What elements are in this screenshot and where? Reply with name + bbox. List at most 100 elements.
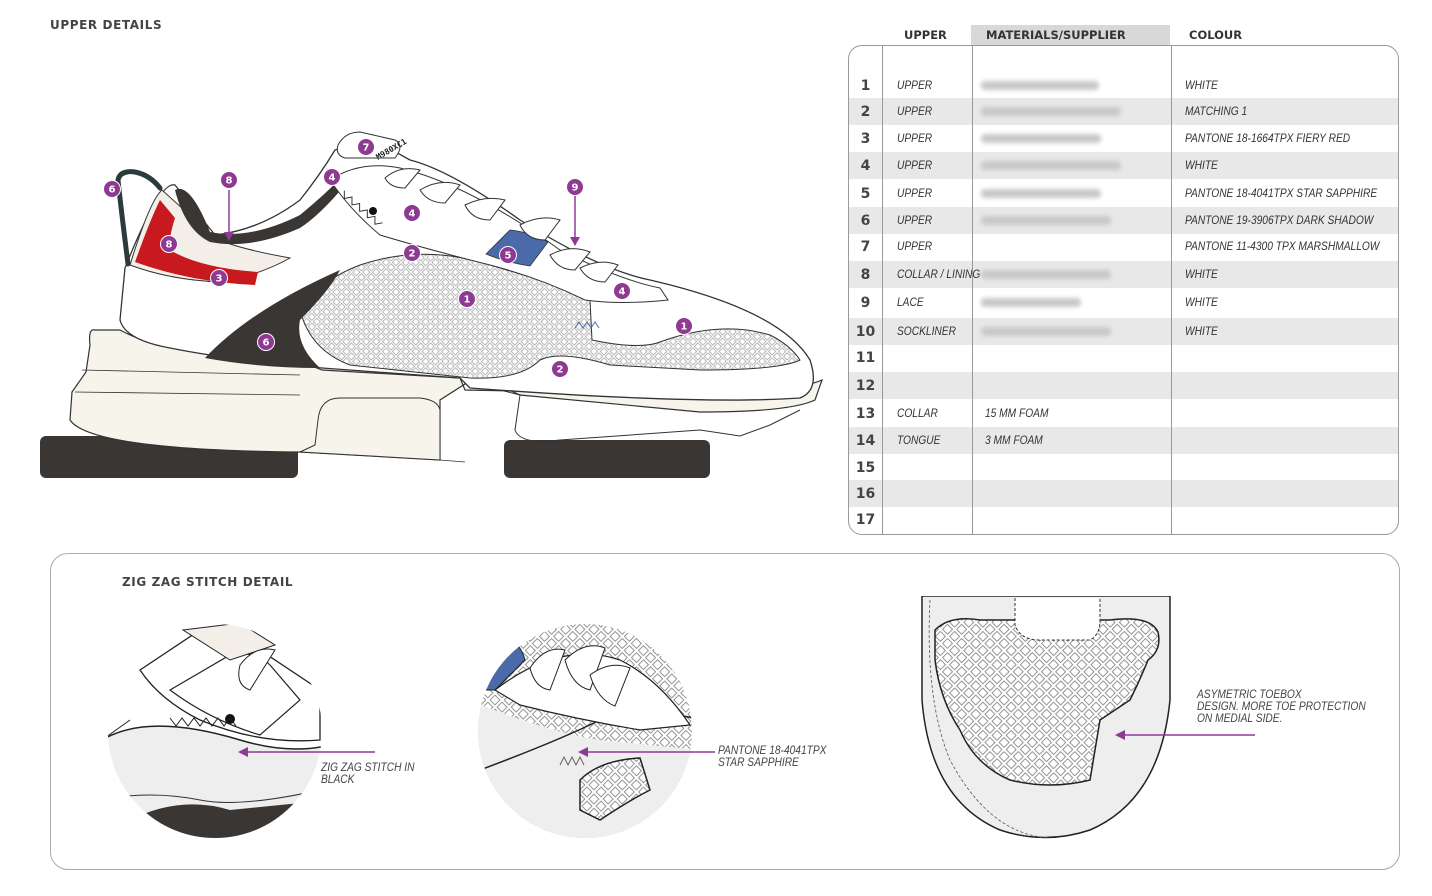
redacted-supplier [981,298,1081,307]
table-row: 15 [849,454,1398,481]
row-number: 3 [860,131,871,147]
callout-badge: 8 [160,235,178,253]
row-part: COLLAR [897,406,938,420]
note-stitch-black: ZIG ZAG STITCH IN BLACK [321,761,415,785]
redacted-supplier [981,327,1111,336]
zigzag-black [343,190,383,225]
callout-circle [160,235,178,253]
row-part: UPPER [897,186,933,200]
note-toebox: ASYMETRIC TOEBOX DESIGN. MORE TOE PROTEC… [1197,688,1366,724]
table-row: 6 UPPER PANTONE 19-3906TPX DARK SHADOW [849,207,1398,234]
row-number: 12 [855,378,876,394]
note-stitch-black-line-2: BLACK [321,772,355,786]
callout-circle [675,317,693,335]
callout-circle [257,333,275,351]
row-number: 9 [860,295,871,311]
header-upper: UPPER [904,28,947,42]
redacted-supplier [981,81,1099,90]
callout-circle [551,360,569,378]
callout-circle [210,269,228,287]
callout-badge: 3 [210,269,228,287]
callout-number: 2 [557,365,564,376]
callout-circle [357,138,375,156]
midsole-step [467,381,801,442]
row-colour: MATCHING 1 [1185,104,1248,118]
callout-number: 4 [409,209,416,220]
arrow-9-head [570,237,580,246]
row-number: 6 [860,213,871,229]
row-number: 7 [860,239,871,255]
zigzag-blue [574,321,600,329]
note-stitch-blue: PANTONE 18-4041TPX STAR SAPPHIRE [718,744,826,768]
redacted-supplier [981,189,1101,198]
callout-circle [566,178,584,196]
callout-badge: 8 [220,171,238,189]
midsole-cutout [299,397,441,461]
row-number: 11 [855,350,876,366]
callout-number: 1 [681,322,688,333]
callout-badge: 4 [403,204,421,222]
note-toebox-line-2: DESIGN. MORE TOE PROTECTION [1197,699,1366,713]
callout-number: 1 [464,295,471,306]
heel-loop [115,169,163,267]
row-material: 3 MM FOAM [985,433,1043,447]
mesh-panel [299,253,801,379]
callout-badge: 7 [357,138,375,156]
callout-number: 8 [226,176,233,187]
row-number: 10 [855,324,876,340]
row-material: 15 MM FOAM [985,406,1049,420]
note-toebox-line-1: ASYMETRIC TOEBOX [1197,687,1302,701]
outsole-toe [504,440,710,478]
table-row: 8 COLLAR / LINING WHITE [849,261,1398,288]
callout-number: 3 [216,274,223,285]
row-colour: PANTONE 11-4300 TPX MARSHMALLOW [1185,239,1380,253]
note-stitch-black-line-1: ZIG ZAG STITCH IN [321,760,415,774]
callout-number: 4 [619,287,626,298]
callout-number: 8 [166,240,173,251]
row-part: UPPER [897,213,933,227]
redacted-supplier [981,107,1121,116]
upper-details-title: UPPER DETAILS [50,18,163,32]
row-number: 5 [860,186,871,202]
callout-circle [220,171,238,189]
callout-badge: 5 [499,246,517,264]
eyelet [369,207,377,215]
note-stitch-blue-line-1: PANTONE 18-4041TPX [718,743,827,757]
row-number: 2 [860,104,871,120]
header-materials: MATERIALS/SUPPLIER [986,28,1126,42]
row-number: 4 [860,158,871,174]
fiery-red-panel [135,200,258,285]
row-number: 8 [860,267,871,283]
table-row: 17 [849,506,1398,533]
row-part: COLLAR / LINING [897,267,981,281]
callout-number: 2 [409,249,416,260]
row-number: 16 [855,486,876,502]
row-part: LACE [897,295,924,309]
callout-circle [403,204,421,222]
detail-1-arrow-head [238,747,248,757]
row-colour: WHITE [1185,324,1218,338]
row-part: UPPER [897,78,933,92]
dark-shadow-panel [205,270,340,368]
callout-circle [323,168,341,186]
note-toebox-line-3: ON MEDIAL SIDE. [1197,711,1283,725]
callout-number: 6 [263,338,270,349]
row-colour: WHITE [1185,267,1218,281]
row-part: UPPER [897,158,933,172]
arrow-8-head [224,232,234,241]
row-colour: PANTONE 19-3906TPX DARK SHADOW [1185,213,1374,227]
detail-2-arrow-head [578,747,588,757]
